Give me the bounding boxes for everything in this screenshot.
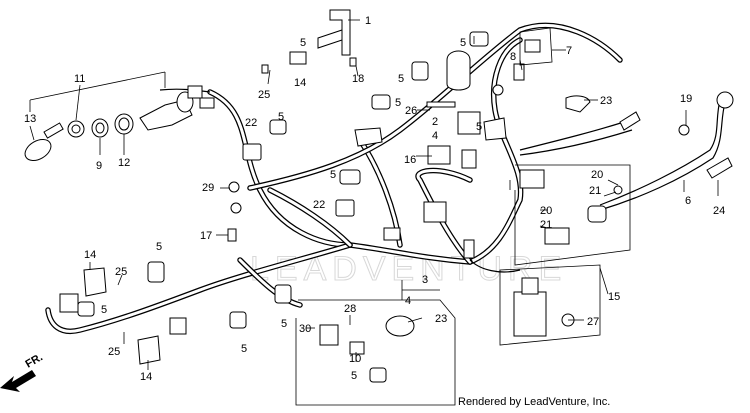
regulator bbox=[457, 111, 481, 135]
callout-19: 19 bbox=[680, 93, 692, 105]
callout-2: 2 bbox=[432, 116, 438, 128]
callout-23-top: 23 bbox=[600, 95, 612, 107]
callout-27: 27 bbox=[587, 316, 599, 328]
callout-8: 8 bbox=[510, 51, 516, 63]
callout-29: 29 bbox=[202, 182, 214, 194]
callout-5-8: 5 bbox=[281, 318, 287, 330]
callout-16: 16 bbox=[404, 154, 416, 166]
callout-5-2: 5 bbox=[398, 73, 404, 85]
callout-28: 28 bbox=[344, 303, 356, 315]
callout-15: 15 bbox=[608, 291, 620, 303]
callout-14-bottom: 14 bbox=[140, 371, 152, 383]
relay bbox=[427, 145, 451, 165]
callout-21-top: 21 bbox=[589, 185, 601, 197]
callout-21-mid: 21 bbox=[540, 219, 552, 231]
callout-12: 12 bbox=[118, 157, 130, 169]
callout-14-top: 14 bbox=[294, 77, 306, 89]
callout-5-11: 5 bbox=[476, 121, 482, 133]
callout-4-bottom: 4 bbox=[405, 295, 411, 307]
callout-25-mid: 25 bbox=[115, 266, 127, 278]
switch-lower bbox=[137, 335, 161, 365]
callout-1: 1 bbox=[365, 15, 371, 27]
callout-5-7: 5 bbox=[101, 304, 107, 316]
callout-17: 17 bbox=[200, 230, 212, 242]
callout-7: 7 bbox=[566, 45, 572, 57]
callout-5-6: 5 bbox=[156, 241, 162, 253]
switch-upper bbox=[83, 267, 107, 297]
callout-3: 3 bbox=[422, 274, 428, 286]
callout-11: 11 bbox=[74, 73, 85, 85]
callout-24: 24 bbox=[713, 205, 725, 217]
callout-5-4: 5 bbox=[278, 111, 284, 123]
front-direction-label: FR. bbox=[24, 351, 45, 370]
callout-22-mid: 22 bbox=[313, 199, 325, 211]
callout-5-10: 5 bbox=[351, 370, 357, 382]
callout-5-9: 5 bbox=[241, 343, 247, 355]
callout-13: 13 bbox=[24, 113, 36, 125]
ignition-key bbox=[24, 139, 52, 161]
front-direction-arrow bbox=[0, 370, 36, 392]
leader-lines bbox=[29, 19, 719, 370]
band-clamp bbox=[706, 157, 733, 179]
callout-22-top: 22 bbox=[245, 117, 257, 129]
callout-25-bottom: 25 bbox=[108, 346, 120, 358]
callout-20-top: 20 bbox=[591, 169, 603, 181]
callout-23-bottom: 23 bbox=[435, 313, 447, 325]
callout-9: 9 bbox=[96, 160, 102, 172]
callout-5-3: 5 bbox=[395, 97, 401, 109]
callout-10: 10 bbox=[349, 353, 361, 365]
group-frames bbox=[29, 27, 631, 406]
bracket bbox=[329, 9, 351, 56]
callout-20-mid: 20 bbox=[540, 205, 552, 217]
callout-26: 26 bbox=[405, 105, 417, 117]
starter-solenoid bbox=[513, 291, 547, 337]
rendered-by-credit: Rendered by LeadVenture, Inc. bbox=[458, 396, 611, 408]
callout-numbers: 1 2 3 4 4 6 7 8 9 10 11 12 13 14 14 14 1… bbox=[24, 15, 725, 383]
parts bbox=[24, 9, 734, 383]
callout-5-5: 5 bbox=[330, 169, 336, 181]
capacitor bbox=[446, 50, 471, 91]
callout-14-mid: 14 bbox=[84, 249, 96, 261]
callout-18: 18 bbox=[352, 73, 364, 85]
callout-30: 30 bbox=[299, 323, 311, 335]
callout-6: 6 bbox=[685, 195, 691, 207]
callout-4-top: 4 bbox=[432, 130, 438, 142]
callout-25-top: 25 bbox=[258, 89, 270, 101]
callout-5-12: 5 bbox=[300, 37, 306, 49]
callout-5-1: 5 bbox=[460, 37, 466, 49]
